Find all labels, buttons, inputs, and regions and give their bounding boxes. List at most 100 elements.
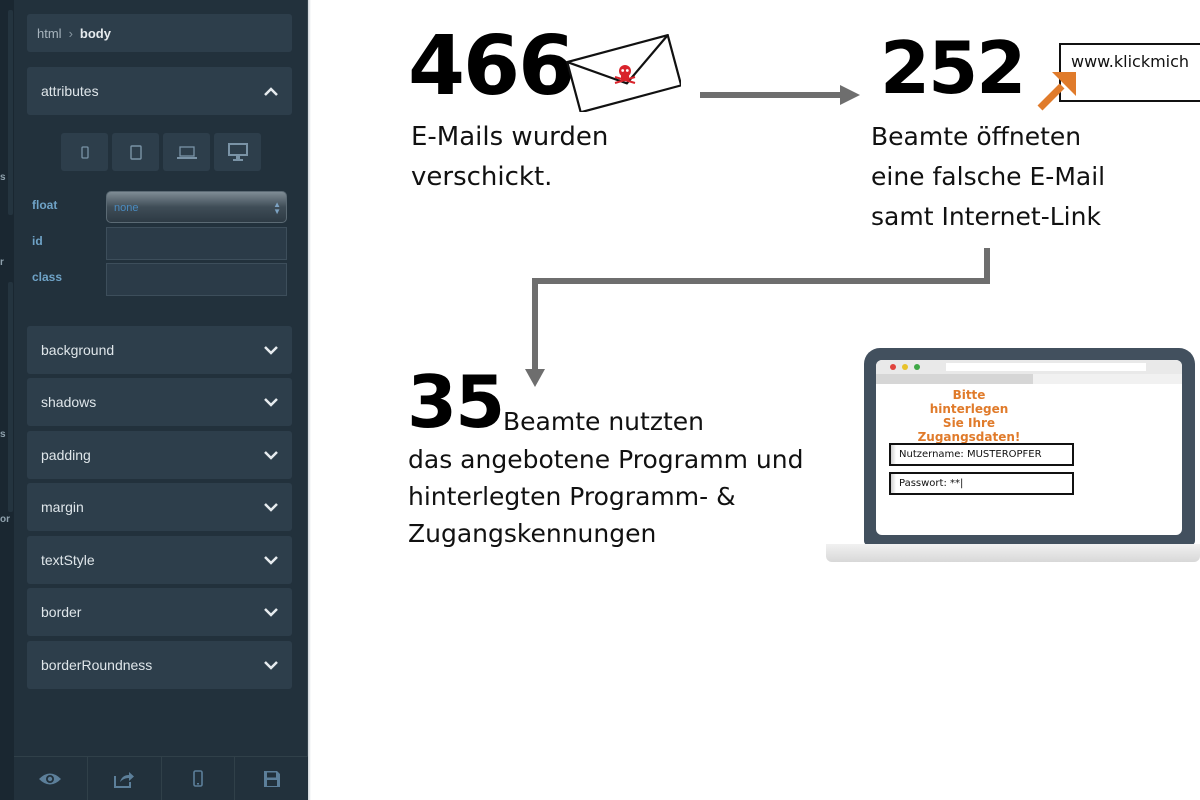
caption-line: hinterlegten Programm- &: [408, 482, 736, 511]
section-margin[interactable]: margin: [27, 483, 292, 531]
rail-letter: or: [0, 514, 10, 525]
chevron-down-icon: [264, 658, 278, 672]
select-arrows-icon: ▲▼: [273, 200, 281, 216]
flow-arrow-right: [700, 85, 860, 105]
browser-toolbar: [876, 360, 1182, 374]
cursor-arrow-icon: [1037, 72, 1076, 111]
class-label: class: [32, 270, 63, 284]
username-field: Nutzername: MUSTEROPFER: [889, 443, 1074, 466]
section-borderroundness[interactable]: borderRoundness: [27, 641, 292, 689]
stat-sent-caption: E-Mails wurden verschickt.: [411, 117, 608, 197]
breadcrumb-item-body[interactable]: body: [79, 25, 111, 41]
section-border[interactable]: border: [27, 588, 292, 636]
chevron-down-icon: [264, 395, 278, 409]
tablet-view-button[interactable]: [112, 133, 159, 171]
rail-separator: [8, 282, 13, 512]
laptop-icon: [176, 145, 197, 159]
chevron-down-icon: [264, 553, 278, 567]
stat-opened-caption: Beamte öffneten eine falsche E-Mail samt…: [871, 117, 1105, 237]
caption-line: E-Mails wurden: [411, 122, 609, 152]
section-label: border: [41, 604, 82, 620]
caption-line: Beamte öffneten: [871, 122, 1082, 151]
section-label: background: [41, 342, 115, 358]
rail-letter: s: [0, 429, 6, 440]
desktop-view-button[interactable]: [214, 133, 261, 171]
browser-tab: [876, 374, 1033, 384]
left-rail: s r s or: [0, 0, 14, 800]
stat-sent-number: 466: [408, 19, 575, 114]
section-attributes[interactable]: attributes: [27, 67, 292, 115]
mobile-preview-button[interactable]: [162, 757, 236, 800]
panel-divider: [308, 0, 311, 800]
share-icon: [114, 771, 135, 788]
chevron-up-icon: [264, 84, 278, 98]
export-button[interactable]: [88, 757, 162, 800]
caption-line: samt Internet-Link: [871, 202, 1101, 231]
section-padding[interactable]: padding: [27, 431, 292, 479]
stat-used-inline: Beamte nutzten: [503, 407, 704, 436]
password-field: Passwort: **|: [889, 472, 1074, 495]
phishing-url: www.klickmich: [1071, 52, 1190, 71]
phishing-message-line: Bitte hinterlegen: [929, 388, 1009, 416]
skull-icon: [614, 65, 636, 84]
caption-line: das angebotene Programm und: [408, 445, 804, 474]
section-background[interactable]: background: [27, 326, 292, 374]
rail-separator: [8, 10, 13, 215]
section-label: margin: [41, 499, 84, 515]
laptop-view-button[interactable]: [163, 133, 210, 171]
phishing-link-box: www.klickmich: [1059, 43, 1200, 102]
chevron-down-icon: [264, 448, 278, 462]
caption-line: eine falsche E-Mail: [871, 162, 1106, 191]
id-label: id: [32, 234, 43, 248]
eye-icon: [39, 773, 62, 784]
caption-line: verschickt.: [411, 162, 553, 192]
save-icon: [263, 770, 280, 787]
device-toggle-group: [61, 133, 261, 171]
float-select[interactable]: none ▲▼: [106, 191, 287, 223]
flow-arrow-down: [525, 248, 990, 387]
section-label: attributes: [41, 83, 99, 99]
class-input[interactable]: [106, 263, 287, 296]
chevron-down-icon: [264, 343, 278, 357]
section-textstyle[interactable]: textStyle: [27, 536, 292, 584]
window-minimize-dot: [902, 364, 908, 370]
tablet-icon: [129, 144, 142, 160]
float-label: float: [32, 198, 58, 212]
breadcrumb-item-html[interactable]: html: [37, 25, 62, 41]
chevron-down-icon: [264, 500, 278, 514]
chevron-down-icon: [264, 605, 278, 619]
laptop-illustration: Bitte hinterlegen Sie Ihre Zugangsdaten!…: [864, 348, 1195, 545]
rail-letter: s: [0, 172, 6, 183]
phishing-message: Bitte hinterlegen Sie Ihre Zugangsdaten!: [914, 388, 1024, 444]
breadcrumb: html › body: [27, 14, 292, 52]
float-select-value: none: [114, 202, 139, 214]
browser-tabstrip: [876, 374, 1182, 384]
section-label: textStyle: [41, 552, 95, 568]
window-close-dot: [890, 364, 896, 370]
preview-button[interactable]: [14, 757, 88, 800]
section-shadows[interactable]: shadows: [27, 378, 292, 426]
bottom-toolbar: [14, 756, 308, 800]
save-button[interactable]: [235, 757, 308, 800]
rail-letter: r: [0, 257, 4, 268]
properties-panel: html › body attributes float none ▲▼ id …: [14, 0, 308, 800]
id-input[interactable]: [106, 227, 287, 260]
address-bar: [946, 363, 1146, 371]
laptop-base: [826, 544, 1200, 562]
breadcrumb-chevron-icon: ›: [68, 25, 73, 41]
mobile-icon: [80, 145, 89, 159]
phishing-message-line: Sie Ihre: [942, 416, 996, 430]
phishing-message-line: Zugangsdaten!: [917, 430, 1021, 444]
window-maximize-dot: [914, 364, 920, 370]
section-label: padding: [41, 447, 91, 463]
section-label: borderRoundness: [41, 657, 153, 673]
section-label: shadows: [41, 394, 97, 410]
stat-used-caption: das angebotene Programm und hinterlegten…: [408, 441, 803, 552]
stat-opened-number: 252: [880, 26, 1026, 110]
mobile-view-button[interactable]: [61, 133, 108, 171]
caption-line: Zugangskennungen: [408, 519, 657, 548]
stat-used-number: 35: [407, 360, 505, 444]
mobile-preview-icon: [193, 770, 203, 787]
laptop-screen: Bitte hinterlegen Sie Ihre Zugangsdaten!…: [876, 360, 1182, 535]
envelope-icon: [566, 34, 681, 112]
